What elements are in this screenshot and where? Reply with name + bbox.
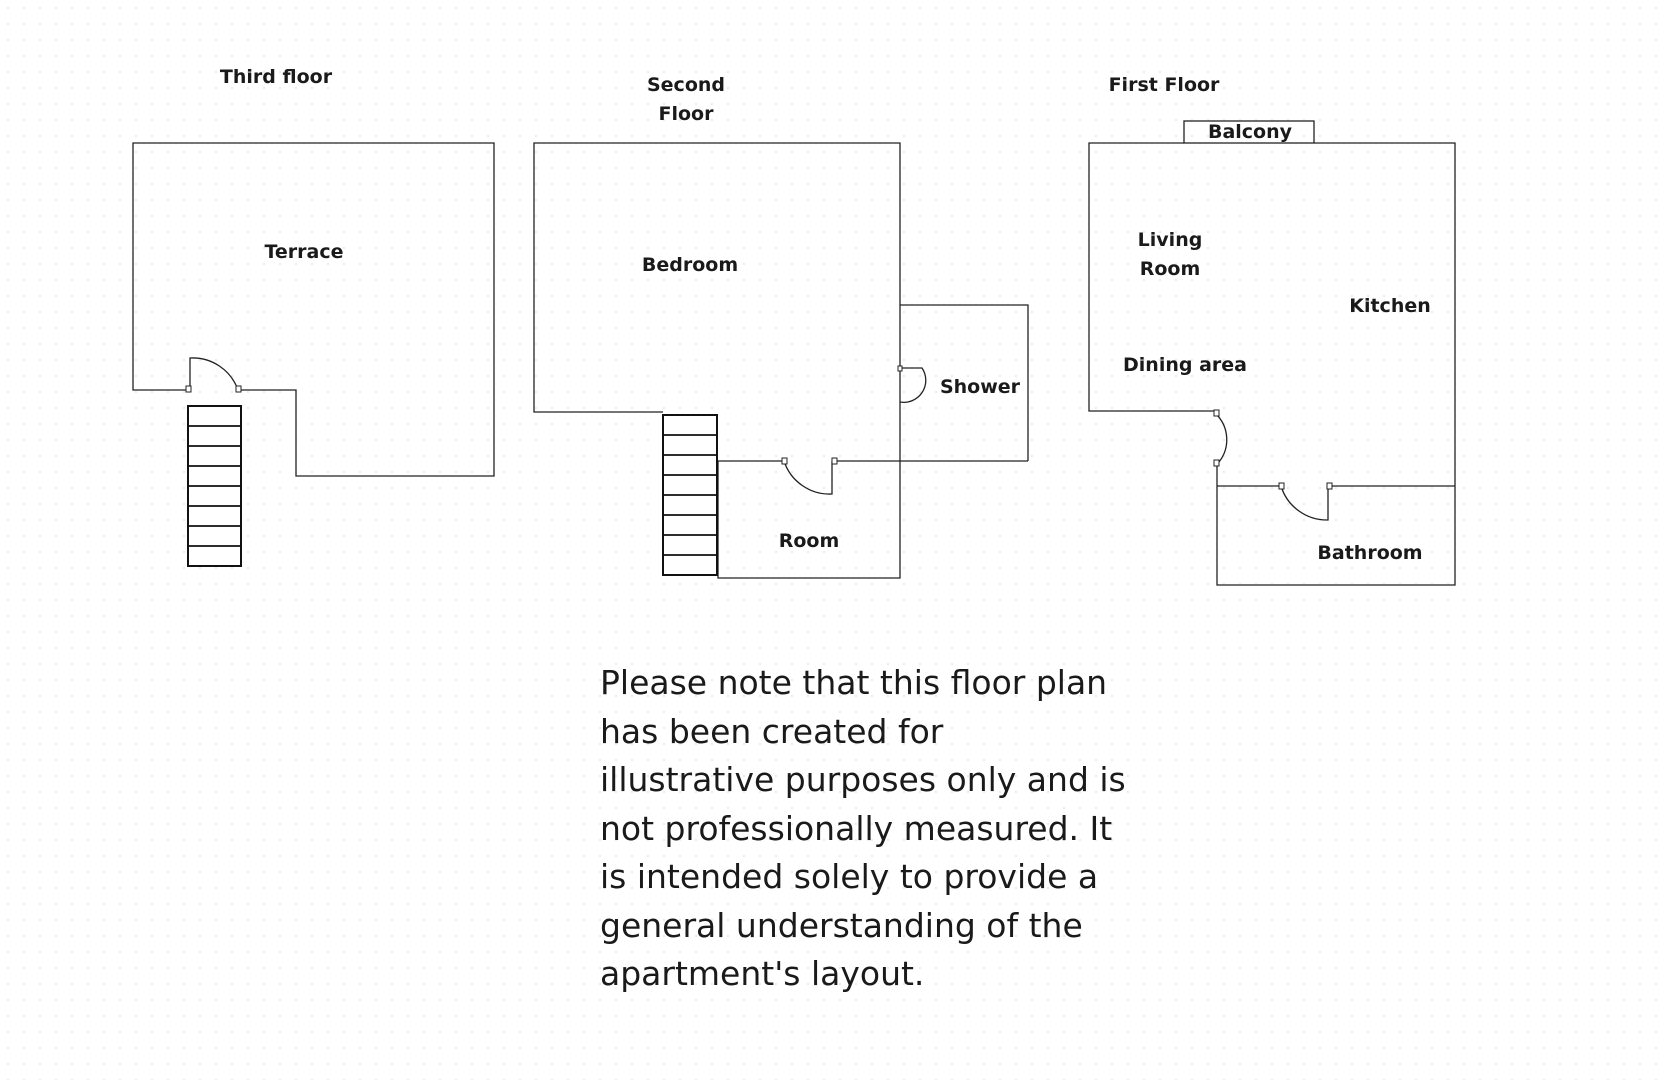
- disclaimer-line: Please note that this floor plan: [600, 663, 1108, 702]
- disclaimer-line: is intended solely to provide a: [600, 857, 1099, 896]
- balcony-outline: [1183, 120, 1315, 144]
- living-room-label-line1: Living: [1138, 229, 1203, 251]
- living-room-label-line2: Room: [1140, 258, 1201, 280]
- bathroom-label: Bathroom: [1317, 542, 1422, 564]
- disclaimer-line: illustrative purposes only and is: [600, 760, 1126, 799]
- first-floor-title: First Floor: [1109, 74, 1220, 96]
- terrace-walls: [132, 142, 495, 477]
- disclaimer-line: general understanding of the: [600, 905, 1083, 945]
- second-floor-plan: Second Floor: [533, 74, 1029, 579]
- shower-walls: [900, 304, 1029, 461]
- terrace-door: [185, 357, 242, 393]
- disclaimer-line: not professionally measured. It: [600, 808, 1113, 848]
- dining-area-label: Dining area: [1123, 354, 1247, 376]
- disclaimer-line: apartment's layout.: [600, 954, 925, 993]
- balcony-label: Balcony: [1208, 121, 1293, 143]
- second-floor-staircase: [662, 414, 718, 576]
- first-floor-plan: First Floor Balcony Living Room Kitchen …: [1088, 74, 1456, 586]
- bedroom-label: Bedroom: [642, 254, 738, 276]
- third-floor-title: Third floor: [220, 66, 333, 88]
- disclaimer-line: has been created for: [600, 711, 944, 751]
- room-label: Room: [779, 530, 840, 552]
- terrace-label: Terrace: [264, 241, 343, 263]
- third-floor-plan: Third floor Terrace: [132, 66, 495, 567]
- hall-door: [1213, 409, 1228, 467]
- room-door: [781, 457, 838, 495]
- second-floor-title-line2: Floor: [659, 103, 715, 125]
- second-floor-title-line1: Second: [647, 74, 725, 96]
- shower-door: [897, 365, 927, 403]
- kitchen-label: Kitchen: [1349, 295, 1431, 317]
- bathroom-door: [1278, 482, 1333, 521]
- third-floor-staircase: [187, 405, 242, 567]
- shower-label: Shower: [940, 376, 1021, 398]
- living-area-walls: [1088, 142, 1216, 412]
- living-area-east-walls: [1216, 142, 1456, 586]
- disclaimer-note: Please note that this floor plan has bee…: [600, 659, 1200, 999]
